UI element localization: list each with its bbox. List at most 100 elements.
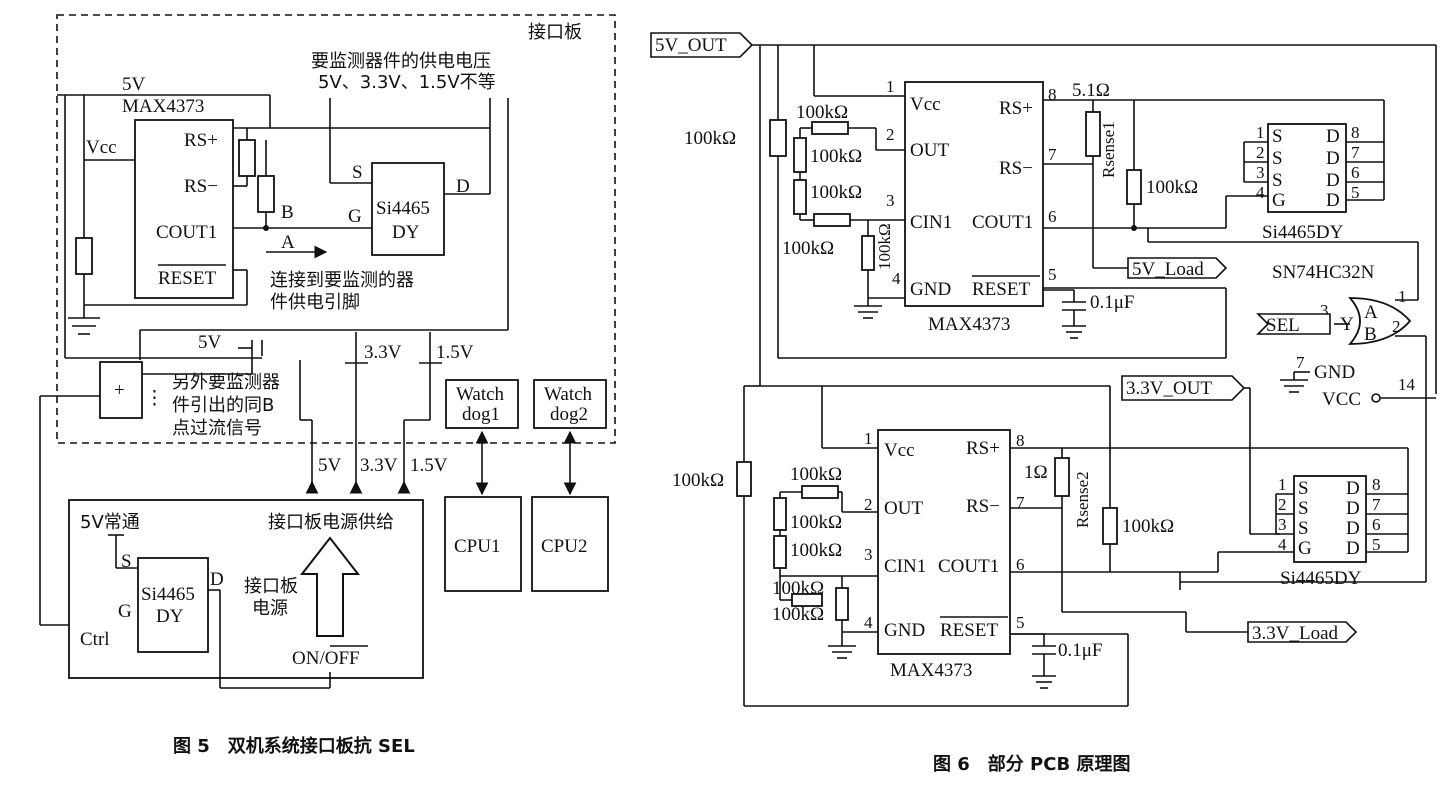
other-note-line3: 点过流信号	[172, 418, 262, 439]
bot-mos-n5: 5	[1372, 535, 1381, 554]
top-mos-g: G	[1272, 190, 1286, 211]
board-power-line1: 接口板	[244, 576, 298, 597]
top-p3: 3	[886, 191, 895, 210]
bot-p1: 1	[864, 429, 873, 448]
bot-mos-d1: D	[1346, 478, 1360, 499]
bot-p3: 3	[864, 545, 873, 564]
top-rsm: RS−	[999, 158, 1033, 179]
top-p2: 2	[886, 125, 895, 144]
rs-minus-pin-label: RS−	[184, 176, 218, 197]
top-r-sense-val: 5.1Ω	[1072, 80, 1110, 101]
cpu1-label: CPU1	[454, 536, 500, 557]
top-gnd: GND	[910, 279, 951, 300]
or-dots: ⋮	[145, 388, 164, 409]
figure6-caption: 图 6 部分 PCB 原理图	[933, 753, 1130, 775]
bus-15v-label: 1.5V	[410, 455, 448, 476]
mosfet-name-2: DY	[392, 222, 420, 243]
max4373-chip-name: MAX4373	[122, 96, 204, 117]
supply-box-title: 接口板电源供给	[268, 512, 394, 533]
bot-mos-s3: S	[1298, 518, 1309, 539]
vcc-terminal	[1371, 393, 1381, 403]
bot-mos-g: G	[1298, 538, 1312, 559]
pin-g-label: G	[348, 206, 362, 227]
bus-33v-label: 3.3V	[360, 455, 398, 476]
internal-5v-label: 5V	[198, 332, 222, 353]
top-mos-name: Si4465DY	[1262, 222, 1344, 243]
supply-note-line1: 要监测器件的供电电压	[311, 51, 491, 72]
top-r-cin-b: 100kΩ	[782, 238, 834, 259]
top-mos-s2: S	[1272, 148, 1283, 169]
interface-board-outline	[56, 14, 616, 444]
bot-r-cin-b: 100kΩ	[772, 578, 824, 599]
si4465dy-bottom	[1293, 475, 1367, 563]
pin-g-lower: G	[118, 601, 132, 622]
watchdog1-line2: dog1	[462, 404, 500, 425]
max4373-top-name: MAX4373	[928, 314, 1010, 335]
watchdog2-line2: dog2	[550, 404, 588, 425]
bot-p2: 2	[864, 495, 873, 514]
bot-r-sense-val: 1Ω	[1024, 462, 1048, 483]
resistor	[1102, 507, 1118, 545]
connect-note-line2: 件供电引脚	[270, 292, 360, 313]
resistor	[813, 213, 851, 227]
top-p7: 7	[1048, 145, 1057, 164]
resistor	[811, 121, 849, 135]
cpu2-label: CPU2	[541, 536, 587, 557]
bot-mos-n8: 8	[1372, 475, 1381, 494]
gate-p2: 2	[1392, 317, 1401, 336]
resistor	[793, 137, 807, 173]
interface-board-label: 接口板	[528, 22, 582, 43]
reset-pin-label: RESET	[158, 268, 216, 289]
figure5-caption: 图 5 双机系统接口板抗 SEL	[173, 735, 415, 757]
bot-p5: 5	[1016, 613, 1025, 632]
mosfet-lower-name-2: DY	[156, 606, 184, 627]
gate-b: B	[1364, 324, 1377, 345]
top-r-pull: 100kΩ	[1146, 177, 1198, 198]
sense-resistor	[238, 139, 256, 177]
bot-mos-s1: S	[1298, 478, 1309, 499]
rs-plus-pin-label: RS+	[184, 130, 218, 151]
cout1-pin-label: COUT1	[156, 222, 217, 243]
gate-p14: 14	[1398, 375, 1416, 394]
bot-mos-n3: 3	[1278, 515, 1287, 534]
bot-mos-d2: D	[1346, 498, 1360, 519]
bot-p7: 7	[1016, 493, 1025, 512]
top-p5: 5	[1048, 265, 1057, 284]
bot-mos-name: Si4465DY	[1280, 568, 1362, 589]
resistor	[773, 497, 787, 531]
top-mos-n1: 1	[1256, 123, 1265, 142]
gate-gnd: GND	[1314, 362, 1355, 383]
bot-mos-n4: 4	[1278, 535, 1287, 554]
tag-5v-out-label: 5V_OUT	[655, 35, 727, 56]
tag-33v-out-label: 3.3V_OUT	[1126, 378, 1212, 399]
resistor	[801, 485, 839, 499]
node-a-label: A	[281, 232, 295, 253]
tag-33v-load-label: 3.3V_Load	[1252, 623, 1339, 644]
top-p4: 4	[892, 269, 901, 288]
tag-sel	[1256, 313, 1331, 335]
pin-d-lower: D	[210, 569, 224, 590]
max4373-chip	[134, 119, 234, 299]
gate-p7: 7	[1296, 353, 1305, 372]
mosfet-name-1: Si4465	[376, 198, 430, 219]
r-left-bottom: 100kΩ	[672, 470, 724, 491]
top-p1: 1	[886, 77, 895, 96]
top-mos-d4: D	[1326, 190, 1340, 211]
bot-mos-n2: 2	[1278, 495, 1287, 514]
top-mos-d2: D	[1326, 148, 1340, 169]
resistor	[257, 175, 275, 213]
top-mos-s1: S	[1272, 126, 1283, 147]
top-mos-s3: S	[1272, 170, 1283, 191]
other-note-line1: 另外要监测器	[172, 372, 280, 393]
or-gate	[1348, 297, 1412, 345]
bot-mos-n7: 7	[1372, 495, 1381, 514]
r-left-top: 100kΩ	[684, 128, 736, 149]
top-cap: 0.1μF	[1090, 292, 1135, 313]
tag-5v-out	[650, 32, 754, 58]
gate-p1: 1	[1398, 287, 1407, 306]
top-r-gnd: 100kΩ	[875, 223, 894, 270]
pin-d-label: D	[456, 176, 470, 197]
watchdog1-line1: Watch	[456, 384, 505, 405]
bot-out: OUT	[884, 498, 923, 519]
